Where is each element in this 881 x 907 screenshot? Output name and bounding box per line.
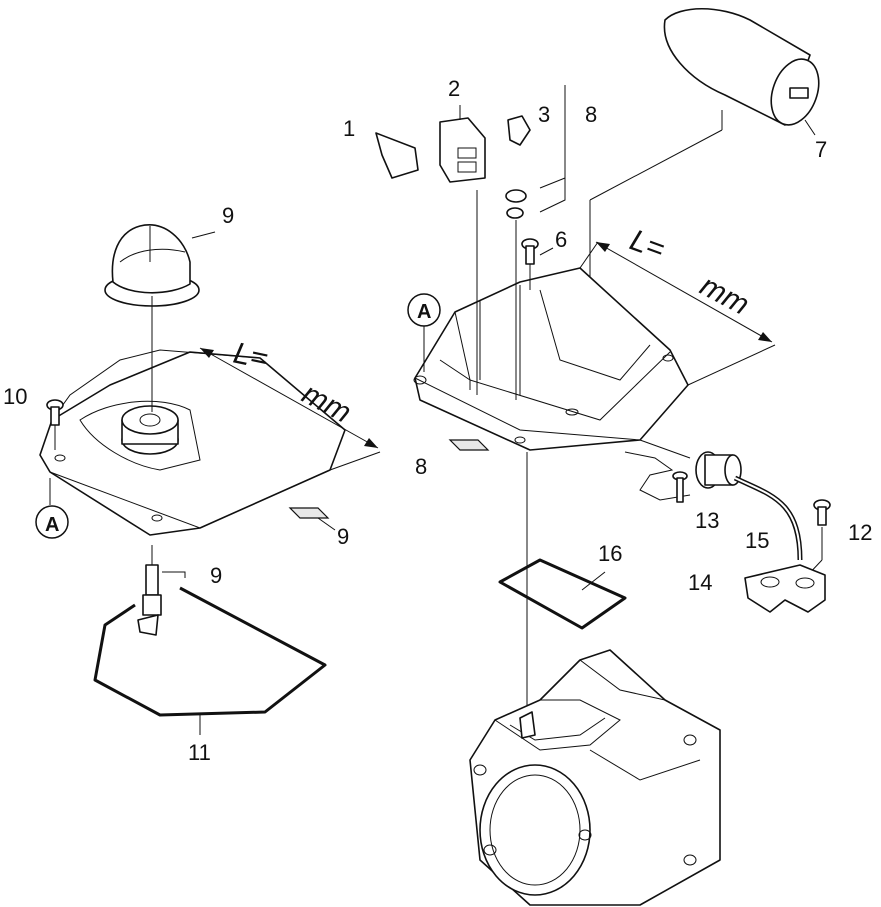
callout-12: 12 xyxy=(848,520,872,545)
marker-circle-left xyxy=(35,505,69,539)
cable-loop-11 xyxy=(93,586,327,717)
dim-L-left: L= xyxy=(231,337,271,376)
washer xyxy=(505,189,527,203)
bracket-8-b xyxy=(539,177,566,189)
o-ring xyxy=(506,207,524,219)
callout-14: 14 xyxy=(688,570,712,595)
callout-6: 6 xyxy=(555,227,567,252)
leader-9-sticker xyxy=(317,517,336,531)
motor-body xyxy=(469,649,721,906)
callout-16: 16 xyxy=(598,541,622,566)
screw-13 xyxy=(672,471,688,503)
leader-9-top xyxy=(191,231,216,239)
callout-8-top: 8 xyxy=(585,102,597,127)
callout-9-sticker: 9 xyxy=(337,524,349,549)
callout-2: 2 xyxy=(448,76,460,101)
screw-6 xyxy=(521,238,539,265)
knob-cap xyxy=(104,224,200,307)
right-housing xyxy=(413,267,689,451)
callout-10: 10 xyxy=(3,384,27,409)
capacitor-part-7 xyxy=(663,7,820,126)
dimension-arrow-left xyxy=(199,347,381,471)
left-housing xyxy=(39,349,346,536)
callout-13: 13 xyxy=(695,508,719,533)
dim-mm-right: mm xyxy=(695,269,755,322)
leader-7 xyxy=(804,119,816,136)
marker-A-right: A xyxy=(417,301,431,323)
clamp-part-14 xyxy=(744,564,826,613)
callout-9-pin: 9 xyxy=(210,563,222,588)
callout-15: 15 xyxy=(745,528,769,553)
dim-L-right: L= xyxy=(626,224,669,267)
callout-3: 3 xyxy=(538,102,550,127)
sensor-pin xyxy=(137,564,162,636)
leader-9-pin xyxy=(162,571,186,578)
callout-1: 1 xyxy=(343,116,355,141)
callout-7: 7 xyxy=(815,137,827,162)
screw-12 xyxy=(813,499,831,526)
leader-16 xyxy=(581,571,606,591)
bracket-8 xyxy=(539,85,566,213)
leader-6 xyxy=(539,247,554,256)
sticker-8-right xyxy=(448,439,490,451)
callout-8-sticker: 8 xyxy=(415,454,427,479)
callout-9-knob: 9 xyxy=(222,203,234,228)
capacitor-leader-2 xyxy=(589,129,723,201)
screw-10 xyxy=(46,399,64,426)
callout-11: 11 xyxy=(188,740,211,765)
marker-A-left: A xyxy=(45,514,59,536)
clip-part-3 xyxy=(507,115,531,146)
dimension-arrow-right xyxy=(579,241,776,386)
gasket-part-16 xyxy=(498,558,627,630)
sticker-9-left xyxy=(288,507,330,519)
flap-part-1 xyxy=(375,132,419,179)
switch-part-2 xyxy=(439,117,486,183)
